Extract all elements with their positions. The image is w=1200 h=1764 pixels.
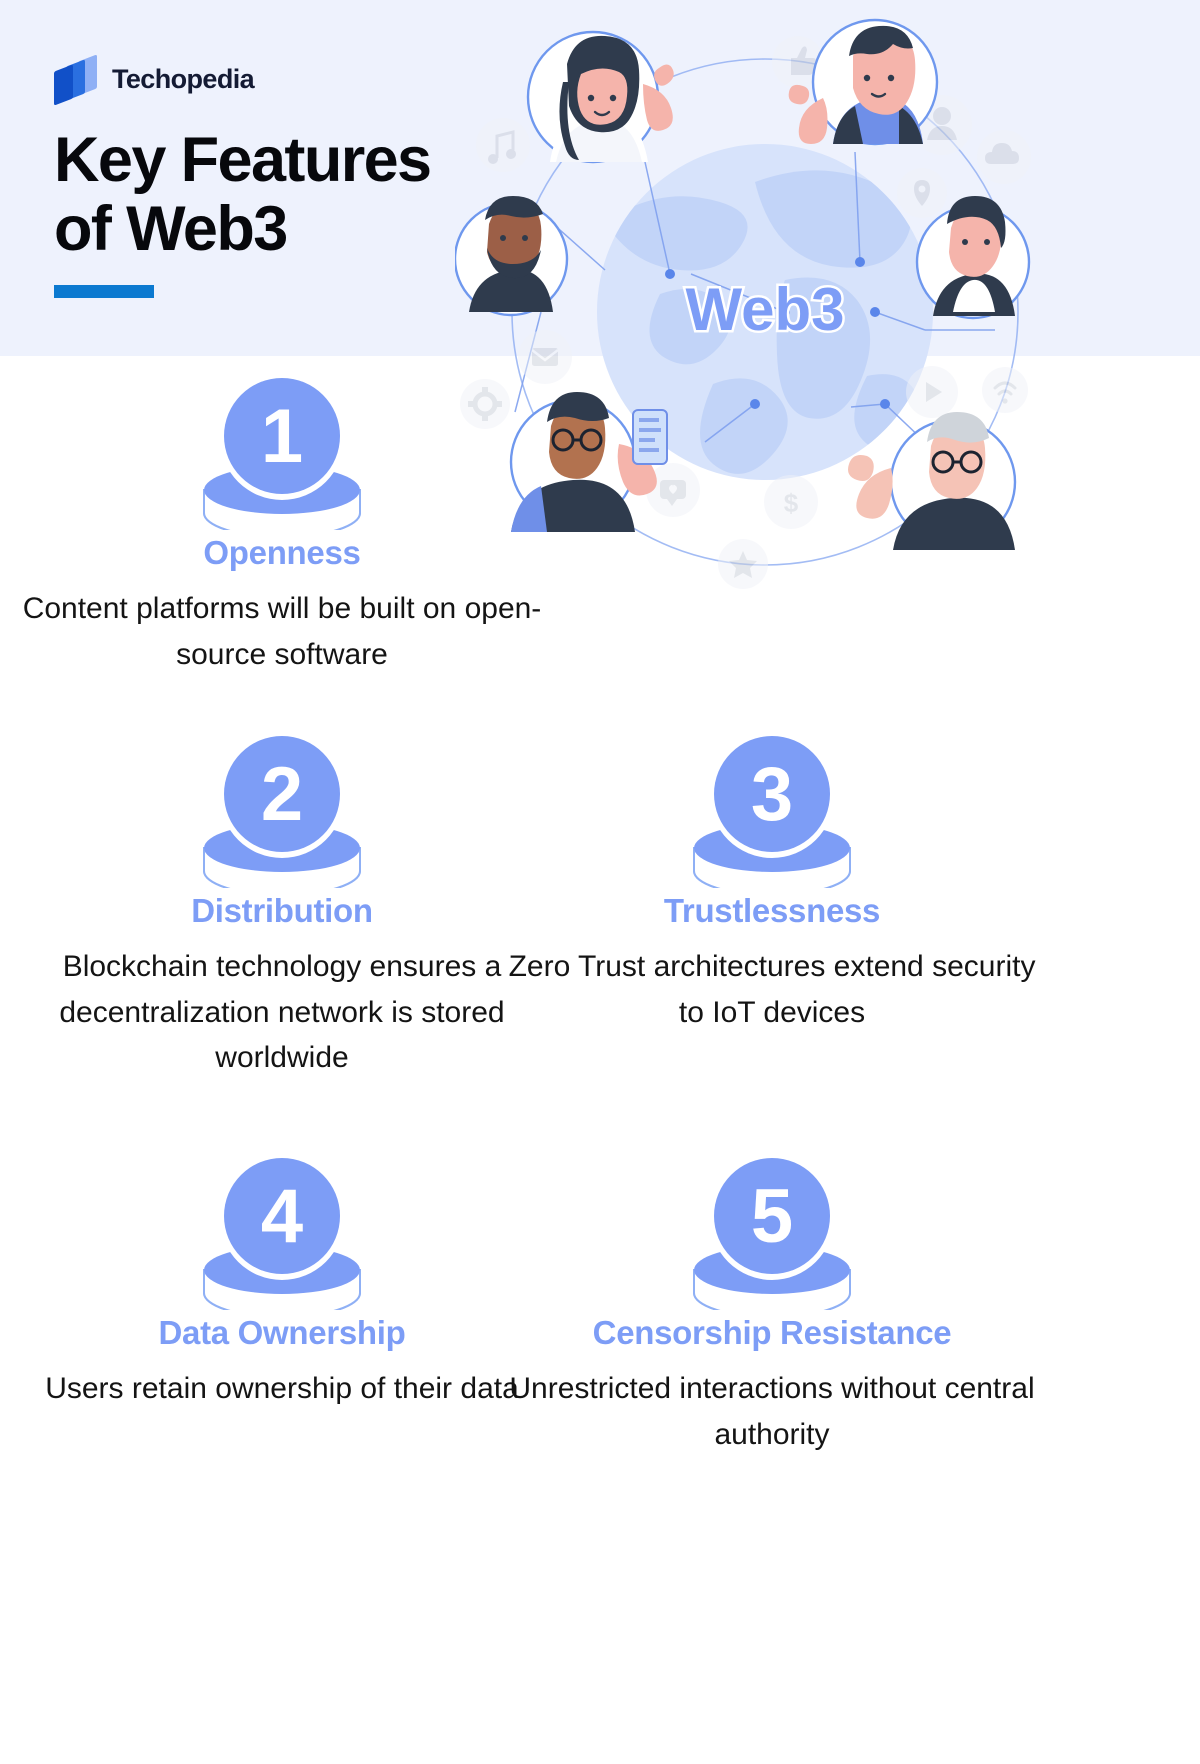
- thumbs-up-icon: [772, 36, 824, 88]
- person-elder-woman-avatar: [848, 412, 1017, 550]
- page-title-line1: Key Features: [54, 125, 432, 195]
- web3-network-illustration: $: [455, 12, 1075, 612]
- feature-description-4: Users retain ownership of their data: [45, 1372, 519, 1405]
- feature-description-3: Zero Trust architectures extend security…: [508, 950, 1036, 1029]
- feature-badge-4: 4: [18, 1150, 546, 1310]
- feature-number-1: 1: [261, 394, 303, 479]
- feature-item-openness: 1 Openness Content platforms will be bui…: [18, 370, 546, 677]
- person-woman-waving-avatar: [526, 30, 674, 164]
- feature-label-5: Censorship Resistance: [592, 1314, 952, 1351]
- header-content: Techopedia Key Features of Web3: [54, 54, 432, 298]
- dollar-coin-icon: $: [764, 475, 818, 529]
- feature-label-3: Trustlessness: [663, 892, 881, 929]
- wifi-icon: [982, 367, 1028, 413]
- globe-graphic: [597, 144, 933, 480]
- feature-badge-2: 2: [18, 728, 546, 888]
- feature-description-2: Blockchain technology ensures a decentra…: [59, 950, 505, 1075]
- feature-item-distribution: 2 Distribution Blockchain technology ens…: [18, 728, 546, 1081]
- feature-badge-3: 3: [508, 728, 1036, 888]
- envelope-mail-icon: [518, 330, 572, 384]
- feature-badge-1: 1: [18, 370, 546, 530]
- feature-number-2: 2: [261, 752, 303, 837]
- title-accent-rule: [54, 284, 154, 298]
- feature-item-data-ownership: 4 Data Ownership Users retain ownership …: [18, 1150, 546, 1412]
- person-glasses-phone-avatar: [509, 392, 668, 532]
- music-note-icon: [476, 118, 530, 172]
- feature-number-4: 4: [261, 1174, 303, 1259]
- brand-logo: Techopedia: [54, 54, 431, 106]
- feature-number-3: 3: [751, 752, 793, 837]
- brand-name: Techopedia: [112, 63, 255, 94]
- feature-label-2: Distribution: [191, 892, 373, 929]
- feature-item-trustlessness: 3 Trustlessness Zero Trust architectures…: [508, 728, 1036, 1035]
- techopedia-logo-icon: [54, 54, 98, 106]
- heart-message-icon: [646, 463, 700, 517]
- person-man-thumbsup-avatar: [788, 18, 939, 146]
- person-bearded-man-avatar: [455, 196, 569, 317]
- person-woman-longhair-avatar: [915, 196, 1031, 320]
- feature-label-1: Openness: [203, 534, 361, 571]
- page-title: Key Features of Web3: [54, 125, 432, 265]
- cloud-icon: [977, 130, 1031, 184]
- web3-center-label: Web3: [686, 276, 845, 343]
- feature-number-5: 5: [751, 1174, 793, 1259]
- star-icon: [718, 539, 768, 589]
- avatar-nodes: [455, 18, 1031, 550]
- location-pin-icon: [897, 168, 947, 218]
- page-title-line2: of Web3: [54, 194, 288, 265]
- feature-label-4: Data Ownership: [158, 1314, 406, 1351]
- orbit-icons: $: [460, 36, 1031, 589]
- svg-text:$: $: [784, 488, 799, 518]
- gear-settings-icon: [460, 379, 510, 429]
- play-button-icon: [906, 366, 958, 418]
- feature-badge-5: 5: [508, 1150, 1036, 1310]
- feature-item-censorship-resistance: 5 Censorship Resistance Unrestricted int…: [508, 1150, 1036, 1457]
- feature-description-1: Content platforms will be built on open-…: [22, 592, 542, 671]
- feature-description-5: Unrestricted interactions without centra…: [509, 1372, 1035, 1451]
